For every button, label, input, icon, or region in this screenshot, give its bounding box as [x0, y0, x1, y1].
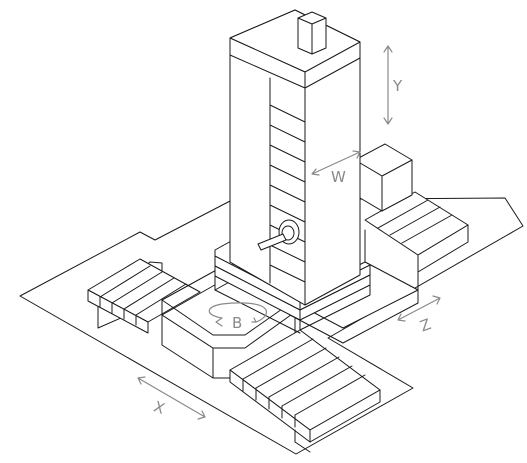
- b-axis-indicator: B: [208, 302, 267, 332]
- front-pallet-table: [229, 329, 381, 453]
- floor-outline: [19, 197, 524, 455]
- y-axis-indicator: Y: [383, 45, 403, 125]
- z-axis-label: Z: [418, 315, 434, 335]
- w-axis-indicator: W: [311, 150, 361, 186]
- left-pallet-table: [87, 258, 201, 334]
- w-axis-label: W: [331, 168, 346, 186]
- top-motor: [297, 11, 327, 55]
- ram-headstock: [354, 143, 413, 212]
- spindle: [257, 219, 300, 251]
- x-axis-label: X: [151, 397, 167, 417]
- z-axis-indicator: Z: [397, 295, 441, 335]
- main-column: [229, 9, 361, 306]
- y-axis-label: Y: [392, 77, 403, 95]
- b-axis-label: B: [232, 314, 242, 332]
